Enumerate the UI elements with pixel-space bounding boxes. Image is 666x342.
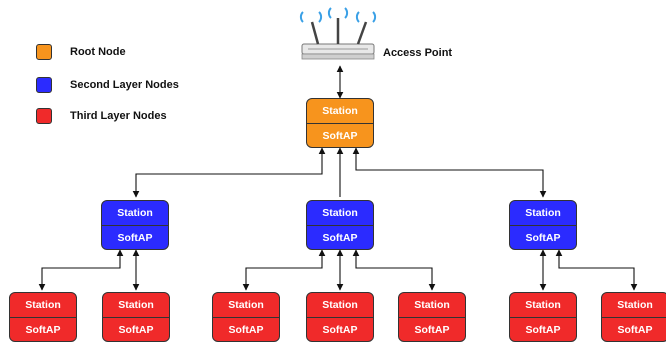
node-softap-label: SoftAP [525,232,561,244]
node-station-label: Station [213,293,279,318]
node-softap-label: SoftAP [414,324,450,336]
third-layer-node-1: Station SoftAP [9,292,77,342]
node-softap-label: SoftAP [525,324,561,336]
legend-swatch-root [36,44,52,60]
legend-swatch-third [36,108,52,124]
third-layer-node-4: Station SoftAP [306,292,374,342]
second-layer-node-left: Station SoftAP [101,200,169,250]
node-station-label: Station [102,201,168,226]
third-layer-node-6: Station SoftAP [509,292,577,342]
node-station-label: Station [602,293,666,318]
node-station-label: Station [399,293,465,318]
second-layer-node-right: Station SoftAP [509,200,577,250]
node-station-label: Station [307,293,373,318]
legend-third: Third Layer Nodes [36,108,167,124]
third-layer-node-5: Station SoftAP [398,292,466,342]
node-softap-label: SoftAP [228,324,264,336]
legend-label-root: Root Node [70,46,126,58]
legend-label-third: Third Layer Nodes [70,110,167,122]
access-point-label: Access Point [383,47,453,59]
node-station-label: Station [103,293,169,318]
node-softap-label: SoftAP [322,130,358,142]
root-node: Station SoftAP [306,98,374,148]
third-layer-node-7: Station SoftAP [601,292,666,342]
node-station-label: Station [510,201,576,226]
node-softap-label: SoftAP [322,232,358,244]
legend-second: Second Layer Nodes [36,77,179,93]
legend-root: Root Node [36,44,126,60]
third-layer-node-2: Station SoftAP [102,292,170,342]
mesh-network-diagram: Root Node Second Layer Nodes Third Layer… [9,7,666,342]
legend-label-second: Second Layer Nodes [70,79,179,91]
connectors [38,7,638,291]
legend-swatch-second [36,77,52,93]
node-softap-label: SoftAP [25,324,61,336]
node-softap-label: SoftAP [117,232,153,244]
third-layer-node-3: Station SoftAP [212,292,280,342]
node-station-label: Station [307,99,373,124]
node-station-label: Station [10,293,76,318]
node-softap-label: SoftAP [118,324,154,336]
second-layer-node-middle: Station SoftAP [306,200,374,250]
node-station-label: Station [307,201,373,226]
node-softap-label: SoftAP [322,324,358,336]
node-station-label: Station [510,293,576,318]
node-softap-label: SoftAP [617,324,653,336]
wireless-router-icon [299,7,377,60]
